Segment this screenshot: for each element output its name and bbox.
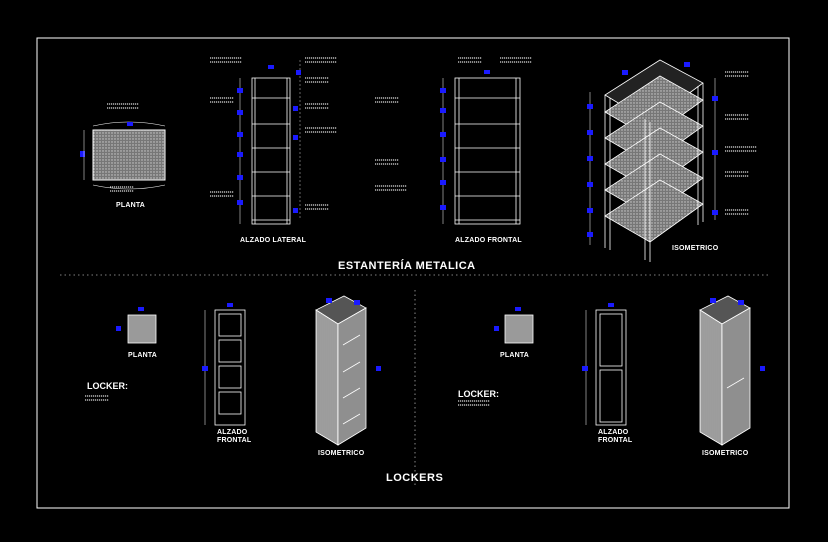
locker2-front-label-2: FRONTAL bbox=[598, 437, 633, 444]
annotation-scribble bbox=[85, 395, 109, 401]
shelf-front-elevation bbox=[442, 77, 521, 225]
annotation-scribble bbox=[725, 171, 749, 177]
annotation-scribble bbox=[305, 57, 337, 63]
locker2-note-heading: LOCKER: bbox=[458, 389, 499, 399]
locker1-plan-label: PLANTA bbox=[128, 352, 158, 359]
annotation-scribble bbox=[725, 209, 749, 215]
locker1-front-label-1: ALZADO bbox=[217, 429, 248, 436]
annotation-scribble bbox=[725, 146, 757, 152]
locker1-plan-view bbox=[116, 307, 157, 344]
sheet-border bbox=[36, 37, 790, 509]
locker2-iso-label: ISOMETRICO bbox=[702, 450, 749, 457]
annotation-scribble bbox=[305, 77, 329, 83]
locker1-iso-markers bbox=[326, 298, 381, 371]
annotation-scribble bbox=[305, 127, 337, 133]
shelving-section-title: ESTANTERÍA METALICA bbox=[338, 260, 476, 272]
annotation-scribble bbox=[725, 114, 749, 120]
annotation-scribble bbox=[500, 57, 532, 63]
locker1-note-heading: LOCKER: bbox=[87, 381, 128, 391]
shelf-iso-markers bbox=[587, 62, 718, 237]
shelf-side-elevation bbox=[239, 60, 301, 225]
shelf-iso-label: ISOMETRICO bbox=[672, 245, 719, 252]
annotation-scribble bbox=[110, 186, 134, 192]
locker2-front-elevation bbox=[585, 309, 627, 426]
shelf-front-label: ALZADO FRONTAL bbox=[455, 237, 522, 244]
annotation-scribble bbox=[107, 103, 139, 109]
locker2-iso-markers bbox=[710, 298, 765, 371]
annotation-scribble bbox=[458, 57, 482, 63]
locker1-front-label-2: FRONTAL bbox=[217, 437, 252, 444]
annotation-scribble bbox=[375, 97, 399, 103]
annotation-scribble bbox=[210, 57, 242, 63]
annotation-scribble bbox=[375, 159, 399, 165]
annotation-scribble bbox=[305, 204, 329, 210]
annotation-scribble bbox=[210, 97, 234, 103]
lockers-section-title: LOCKERS bbox=[386, 472, 444, 484]
locker1-isometric bbox=[315, 295, 367, 446]
locker2-plan-view bbox=[494, 307, 534, 344]
locker1-front-elevation bbox=[204, 309, 246, 426]
annotation-scribble bbox=[210, 191, 234, 197]
annotation-scribble bbox=[458, 400, 490, 406]
locker2-front-markers bbox=[582, 303, 614, 371]
annotation-scribble bbox=[375, 185, 407, 191]
locker2-plan-label: PLANTA bbox=[500, 352, 530, 359]
locker2-front-label-1: ALZADO bbox=[598, 429, 629, 436]
shelf-isometric bbox=[589, 59, 716, 262]
locker2-isometric bbox=[699, 295, 751, 446]
locker1-front-markers bbox=[202, 303, 233, 371]
shelf-plan-label: PLANTA bbox=[116, 202, 146, 209]
shelf-side-markers bbox=[237, 65, 301, 213]
annotation-scribble bbox=[305, 103, 329, 109]
shelf-side-label: ALZADO LATERAL bbox=[240, 237, 307, 244]
shelf-plan-view bbox=[80, 121, 166, 190]
shelf-front-markers bbox=[440, 70, 490, 210]
annotation-scribble bbox=[725, 71, 749, 77]
locker1-iso-label: ISOMETRICO bbox=[318, 450, 365, 457]
